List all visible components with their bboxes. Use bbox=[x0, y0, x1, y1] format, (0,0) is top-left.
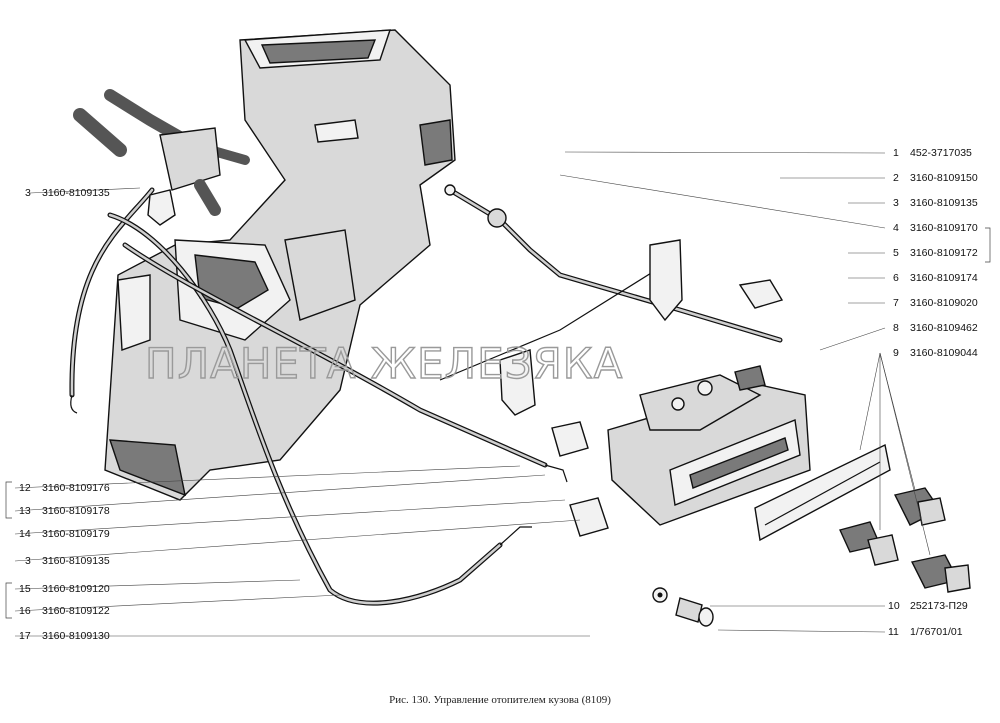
callout-part-code: 252173-П29 bbox=[910, 600, 968, 612]
callout-part-code: 3160-8109150 bbox=[910, 172, 978, 184]
callout-number: 4 bbox=[893, 222, 899, 234]
callout-number: 6 bbox=[893, 272, 899, 284]
callout-part-code: 1/76701/01 bbox=[910, 626, 963, 638]
callout-number: 14 bbox=[19, 528, 31, 540]
callouts-left: 3 3160-8109135 12 3160-8109176 13 3160-8… bbox=[19, 187, 110, 642]
heater-housing bbox=[104, 29, 456, 501]
callout-part-code: 3160-8109130 bbox=[42, 630, 110, 642]
washer-and-screw bbox=[652, 587, 714, 627]
callout-part-code: 3160-8109135 bbox=[42, 555, 110, 567]
heater-control-diagram: 3 3160-8109135 12 3160-8109176 13 3160-8… bbox=[5, 29, 991, 642]
leader-lines bbox=[5, 151, 991, 637]
callout-number: 16 bbox=[19, 605, 31, 617]
slider-knobs bbox=[839, 487, 971, 593]
callout-part-code: 3160-8109178 bbox=[42, 505, 110, 517]
callout-number: 15 bbox=[19, 583, 31, 595]
watermark: ПЛАНЕТА ЖЕЛЕЗЯКА bbox=[145, 339, 623, 388]
callout-number: 10 bbox=[888, 600, 900, 612]
callout-part-code: 3160-8109044 bbox=[910, 347, 978, 359]
heater-valve bbox=[73, 89, 250, 216]
callout-number: 12 bbox=[19, 482, 31, 494]
callout-number: 3 bbox=[893, 197, 899, 209]
callout-number: 17 bbox=[19, 630, 31, 642]
callout-part-code: 3160-8109020 bbox=[910, 297, 978, 309]
callout-part-code: 3160-8109120 bbox=[42, 583, 110, 595]
callout-part-code: 3160-8109135 bbox=[42, 187, 110, 199]
figure-caption: Рис. 130. Управление отопителем кузова (… bbox=[389, 694, 611, 706]
callout-part-code: 3160-8109174 bbox=[910, 272, 978, 284]
callout-part-code: 452-3717035 bbox=[910, 147, 972, 159]
control-panel bbox=[607, 365, 811, 526]
cable-clips bbox=[147, 189, 784, 537]
callout-number: 3 bbox=[25, 555, 31, 567]
callout-number: 9 bbox=[893, 347, 899, 359]
control-cables bbox=[69, 184, 783, 606]
callout-part-code: 3160-8109176 bbox=[42, 482, 110, 494]
callout-number: 1 bbox=[893, 147, 899, 159]
callout-part-code: 3160-8109172 bbox=[910, 247, 978, 259]
callout-number: 13 bbox=[19, 505, 31, 517]
callout-number: 7 bbox=[893, 297, 899, 309]
callout-part-code: 3160-8109135 bbox=[910, 197, 978, 209]
callout-number: 5 bbox=[893, 247, 899, 259]
callout-part-code: 3160-8109179 bbox=[42, 528, 110, 540]
callout-part-code: 3160-8109170 bbox=[910, 222, 978, 234]
callout-part-code: 3160-8109122 bbox=[42, 605, 110, 617]
callout-number: 11 bbox=[888, 626, 899, 638]
callouts-right: 1 452-3717035 2 3160-8109150 3 3160-8109… bbox=[888, 147, 978, 638]
slider-scale bbox=[754, 443, 891, 542]
callout-part-code: 3160-8109462 bbox=[910, 322, 978, 334]
callout-number: 2 bbox=[893, 172, 899, 184]
callout-number: 3 bbox=[25, 187, 31, 199]
callout-number: 8 bbox=[893, 322, 899, 334]
